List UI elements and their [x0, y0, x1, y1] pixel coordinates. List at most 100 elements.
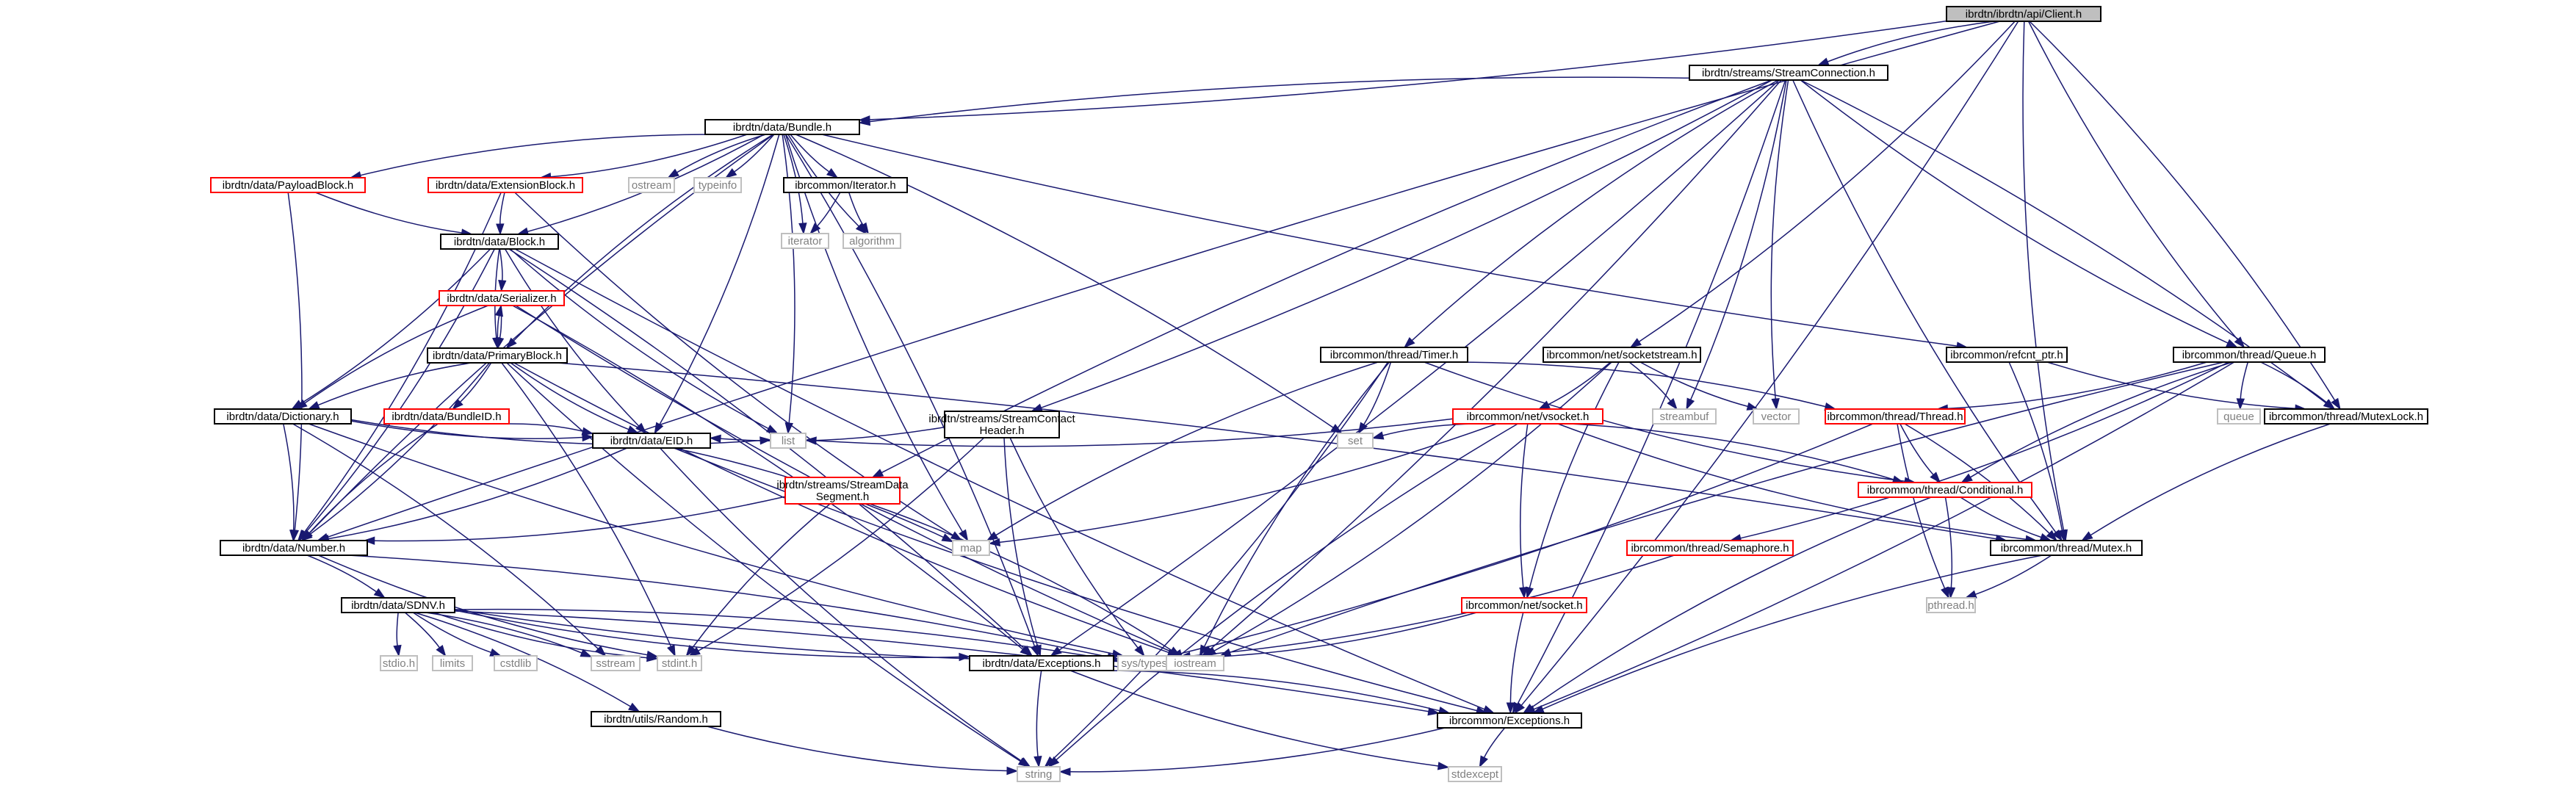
node-ostream[interactable]: ostream: [628, 177, 675, 193]
edge-number-to-systypes: [348, 555, 1119, 661]
node-box: [2264, 408, 2428, 425]
node-mutexlock[interactable]: ibrcommon/thread/MutexLock.h: [2264, 408, 2428, 425]
edge-line: [821, 134, 1958, 347]
node-bundleid[interactable]: ibrdtn/data/BundleID.h: [383, 408, 510, 425]
node-map[interactable]: map: [952, 540, 990, 556]
edge-bundle-to-map: [784, 134, 969, 542]
node-eid[interactable]: ibrdtn/data/EID.h: [592, 433, 711, 449]
edge-primaryblock-to-iostream: [513, 362, 1180, 657]
edge-streamconnection-to-streambuf: [1686, 79, 1787, 411]
node-sstream[interactable]: sstream: [591, 655, 641, 671]
node-block[interactable]: ibrdtn/data/Block.h: [440, 234, 559, 250]
edge-timer-to-string: [1044, 361, 1389, 768]
node-serializer[interactable]: ibrdtn/data/Serializer.h: [439, 290, 565, 306]
edge-line: [1897, 423, 1946, 589]
edge-arrowhead: [798, 223, 807, 235]
edge-line: [1690, 79, 1787, 400]
edge-timer-to-map: [986, 361, 1379, 541]
edge-arrowhead: [581, 427, 594, 436]
edge-conditional-to-common-exceptions: [1522, 496, 1932, 714]
node-common-exceptions[interactable]: ibrcommon/Exceptions.h: [1437, 712, 1582, 729]
edge-line: [1009, 437, 1139, 649]
edge-arrowhead: [1746, 402, 1759, 411]
edge-arrowhead: [289, 530, 298, 542]
edge-arrowhead: [1947, 587, 1956, 599]
node-cstdlib[interactable]: cstdlib: [494, 655, 538, 671]
node-box: [383, 408, 510, 425]
edge-arrowhead: [1357, 422, 1368, 435]
edge-client-to-streamconnection: [1816, 21, 1995, 66]
node-string[interactable]: string: [1017, 766, 1061, 782]
edge-arrowhead: [986, 531, 999, 541]
node-streambuf[interactable]: streambuf: [1652, 408, 1717, 425]
node-box: [952, 540, 990, 556]
node-box: [1689, 65, 1888, 81]
node-ibrcommon-iterator[interactable]: ibrcommon/Iterator.h: [783, 177, 908, 193]
node-mutex[interactable]: ibrcommon/thread/Mutex.h: [1990, 540, 2143, 556]
node-limits[interactable]: limits: [432, 655, 473, 671]
node-label: ibrdtn/utils/Random.h: [604, 713, 708, 726]
edge-arrowhead: [858, 117, 871, 126]
node-iostream[interactable]: iostream: [1166, 655, 1224, 671]
node-thread[interactable]: ibrcommon/thread/Thread.h: [1825, 408, 1966, 425]
node-box: [2173, 347, 2326, 363]
edge-line: [504, 248, 640, 427]
node-bundle[interactable]: ibrdtn/data/Bundle.h: [704, 119, 860, 135]
edge-line: [309, 362, 490, 535]
node-socketstream[interactable]: ibrcommon/net/socketstream.h: [1543, 347, 1701, 363]
node-client[interactable]: ibrdtn/ibrdtn/api/Client.h: [1946, 6, 2101, 22]
edge-ibrcommon-iterator-to-iterator: [809, 192, 841, 235]
node-box: [427, 177, 583, 193]
node-box: [1448, 766, 1502, 782]
edge-arrowhead: [959, 529, 969, 542]
edge-bundleid-to-eid: [508, 423, 594, 436]
edge-line: [869, 76, 1690, 123]
node-box: [1452, 408, 1603, 425]
node-stdint[interactable]: stdint.h: [657, 655, 702, 671]
node-queue-h[interactable]: ibrcommon/thread/Queue.h: [2173, 347, 2326, 363]
node-algorithm[interactable]: algorithm: [843, 233, 901, 249]
node-number[interactable]: ibrdtn/data/Number.h: [220, 540, 368, 556]
node-streamconnection[interactable]: ibrdtn/streams/StreamConnection.h: [1689, 65, 1888, 81]
node-box: [1753, 408, 1800, 425]
node-box: [1461, 597, 1587, 613]
edge-line: [499, 192, 505, 225]
edge-bundle-to-number: [301, 134, 774, 542]
node-socket[interactable]: ibrcommon/net/socket.h: [1461, 597, 1587, 613]
edge-timer-to-iostream: [1199, 361, 1390, 657]
edge-arrowhead: [871, 469, 884, 478]
edge-line: [501, 362, 672, 647]
node-refcnt[interactable]: ibrcommon/refcnt_ptr.h: [1946, 347, 2068, 363]
node-stdio[interactable]: stdio.h: [380, 655, 418, 671]
node-typeinfo[interactable]: typeinfo: [693, 177, 742, 193]
edge-line: [1230, 361, 2224, 654]
edge-conditional-to-pthread: [1944, 496, 1956, 599]
node-dictionary[interactable]: ibrdtn/data/Dictionary.h: [214, 408, 352, 425]
node-primaryblock[interactable]: ibrdtn/data/PrimaryBlock.h: [427, 347, 568, 364]
node-iterator[interactable]: iterator: [781, 233, 829, 249]
node-list[interactable]: list: [770, 433, 807, 449]
node-sdnv[interactable]: ibrdtn/data/SDNV.h: [341, 597, 455, 613]
node-stdexcept[interactable]: stdexcept: [1448, 766, 1502, 782]
node-set[interactable]: set: [1337, 433, 1374, 449]
node-vsocket[interactable]: ibrcommon/net/vsocket.h: [1452, 408, 1603, 425]
node-label: ibrcommon/net/socketstream.h: [1546, 349, 1697, 361]
node-vector[interactable]: vector: [1753, 408, 1800, 425]
node-payloadblock[interactable]: ibrdtn/data/PayloadBlock.h: [210, 177, 366, 193]
node-queue[interactable]: queue: [2217, 408, 2261, 425]
node-extensionblock[interactable]: ibrdtn/data/ExtensionBlock.h: [427, 177, 583, 193]
node-box: [1437, 712, 1582, 729]
edge-arrowhead: [1058, 767, 1071, 776]
node-random[interactable]: ibrdtn/utils/Random.h: [591, 711, 721, 727]
edge-sdnv-to-stdint: [433, 612, 659, 662]
node-semaphore[interactable]: ibrcommon/thread/Semaphore.h: [1626, 540, 1794, 556]
node-conditional[interactable]: ibrcommon/thread/Conditional.h: [1858, 482, 2032, 498]
edge-line: [2090, 423, 2331, 536]
node-box: [341, 597, 455, 613]
node-timer[interactable]: ibrcommon/thread/Timer.h: [1320, 347, 1468, 363]
node-pthread[interactable]: pthread.h: [1926, 597, 1976, 613]
node-data-exceptions[interactable]: ibrdtn/data/Exceptions.h: [969, 655, 1114, 671]
